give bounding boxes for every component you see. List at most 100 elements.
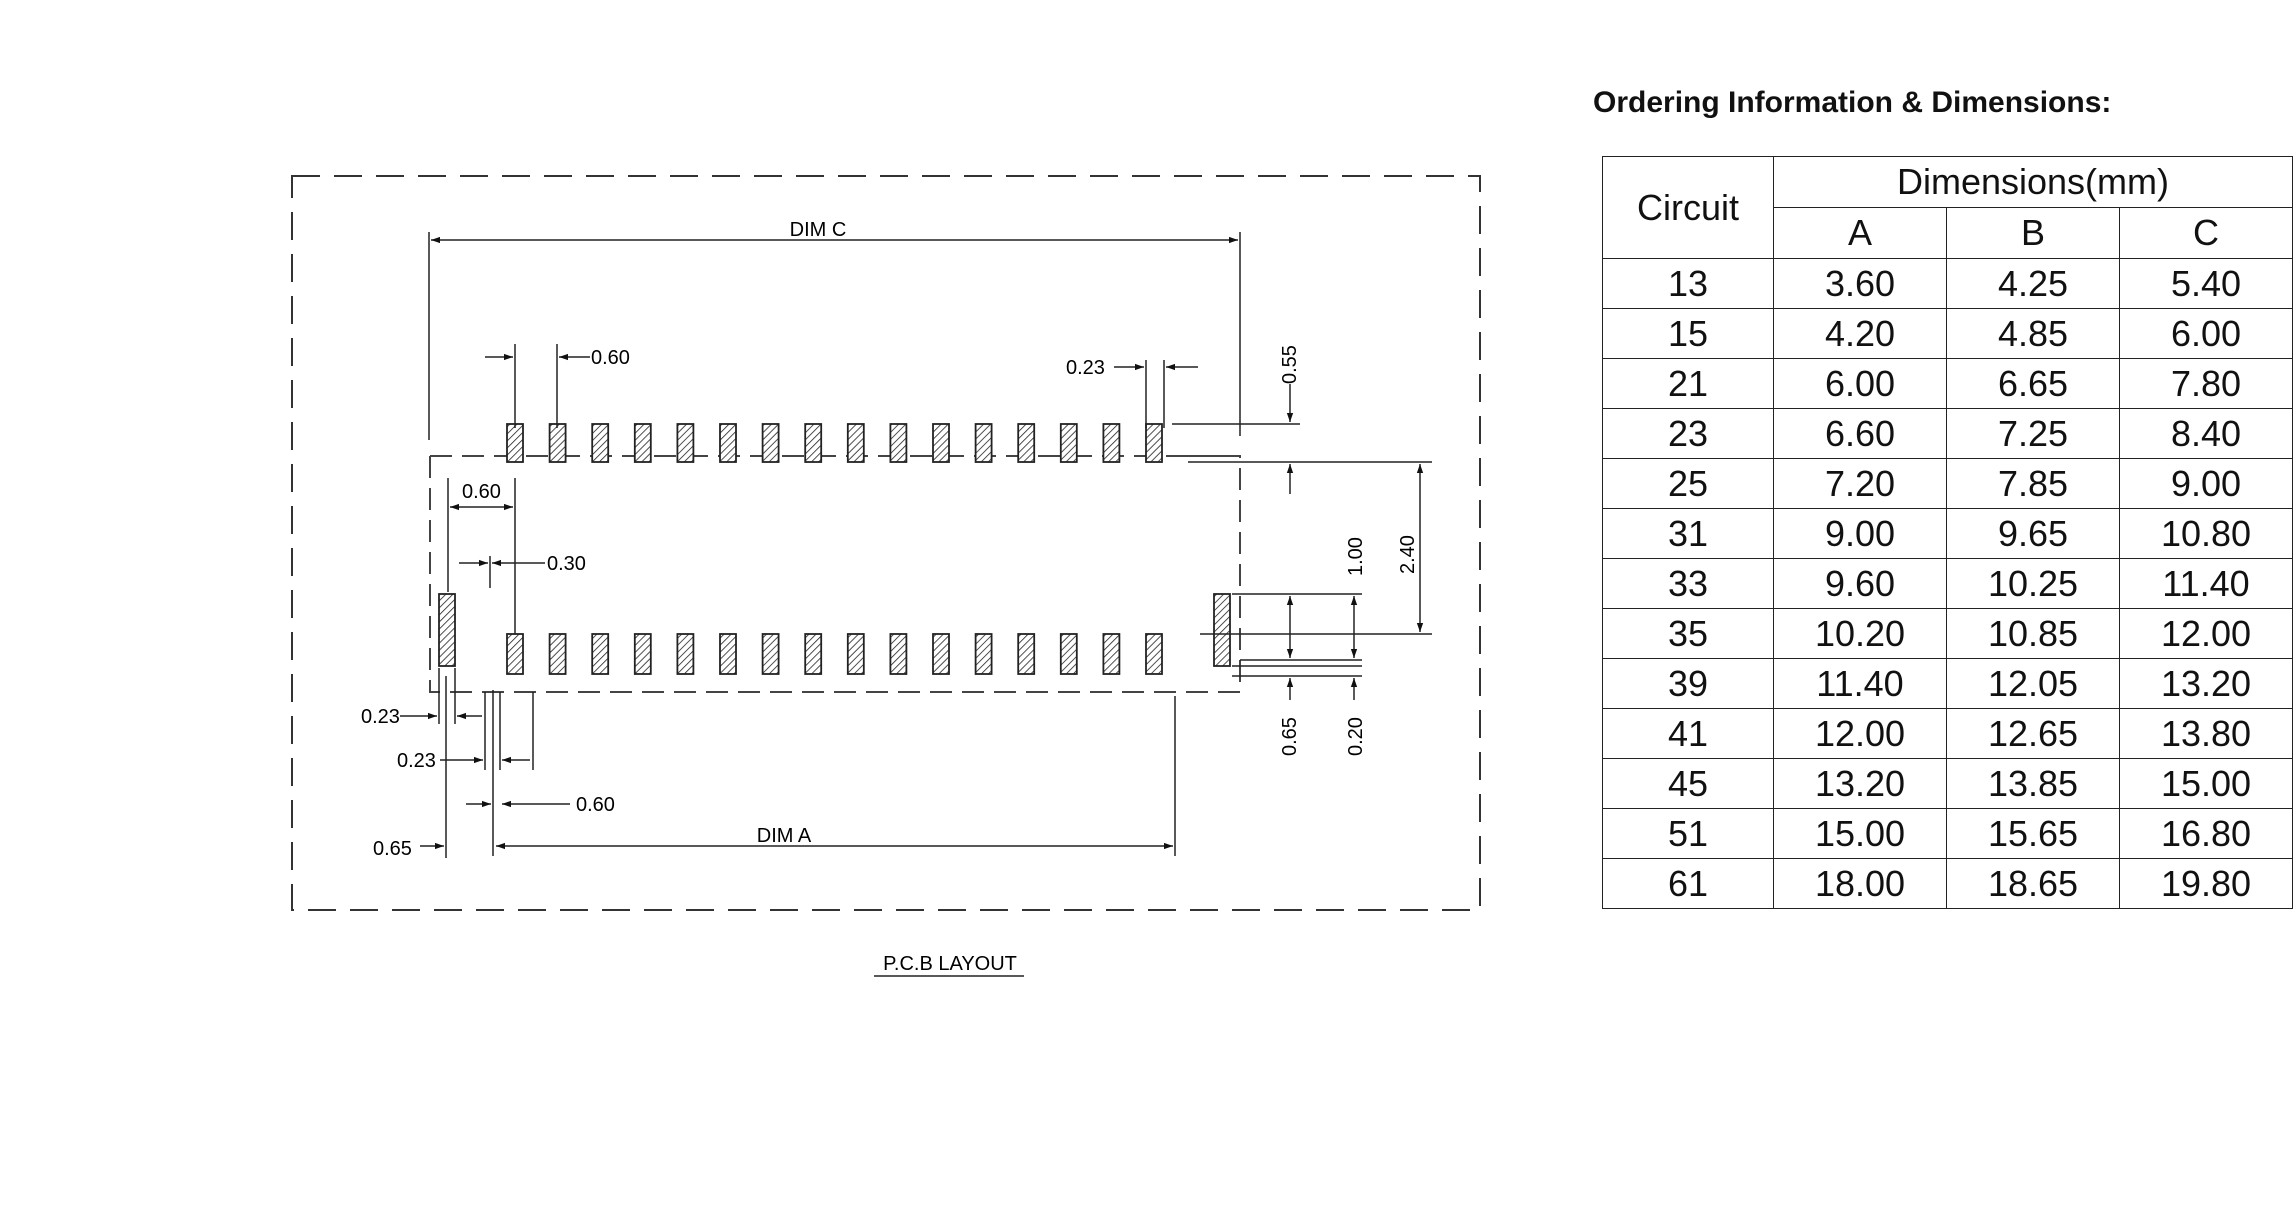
cell-circuit: 41 bbox=[1602, 708, 1774, 759]
dim-c-label: DIM C bbox=[790, 219, 847, 241]
cell-c: 5.40 bbox=[2119, 258, 2293, 309]
cell-a: 9.00 bbox=[1773, 508, 1947, 559]
pad bbox=[676, 423, 695, 463]
cell-c: 10.80 bbox=[2119, 508, 2293, 559]
dim-a-label: DIM A bbox=[757, 825, 812, 847]
pad bbox=[506, 633, 524, 675]
pad bbox=[591, 423, 610, 463]
cell-a: 12.00 bbox=[1773, 708, 1947, 759]
cell-b: 18.65 bbox=[1946, 858, 2120, 909]
cell-c: 19.80 bbox=[2119, 858, 2293, 909]
pad bbox=[1017, 423, 1036, 463]
cell-b: 12.05 bbox=[1946, 658, 2120, 709]
cell-b: 7.25 bbox=[1946, 408, 2120, 459]
dim-a-dimension bbox=[492, 690, 1176, 856]
cell-circuit: 31 bbox=[1602, 508, 1774, 559]
cell-a: 13.20 bbox=[1773, 758, 1947, 809]
left-pad-width1-label: 0.23 bbox=[361, 706, 400, 728]
side-bottom2-label: 0.20 bbox=[1345, 717, 1367, 756]
pad bbox=[548, 423, 567, 463]
left-bottom-dimensions bbox=[400, 668, 570, 858]
cell-circuit: 33 bbox=[1602, 558, 1774, 609]
layout-frame bbox=[291, 175, 1481, 911]
pad bbox=[1102, 633, 1121, 675]
pad bbox=[1102, 423, 1121, 463]
cell-a: 9.60 bbox=[1773, 558, 1947, 609]
cell-circuit: 61 bbox=[1602, 858, 1774, 909]
side-offset-dimension bbox=[447, 478, 516, 634]
cell-a: 18.00 bbox=[1773, 858, 1947, 909]
cell-c: 12.00 bbox=[2119, 608, 2293, 659]
cell-b: 15.65 bbox=[1946, 808, 2120, 859]
pad bbox=[1017, 633, 1036, 675]
cell-c: 15.00 bbox=[2119, 758, 2293, 809]
pad bbox=[548, 633, 567, 675]
cell-a: 11.40 bbox=[1773, 658, 1947, 709]
cell-circuit: 45 bbox=[1602, 758, 1774, 809]
pcb-layout-caption: P.C.B LAYOUT bbox=[883, 953, 1017, 975]
cell-c: 13.20 bbox=[2119, 658, 2293, 709]
cell-circuit: 51 bbox=[1602, 808, 1774, 859]
cell-b: 6.65 bbox=[1946, 358, 2120, 409]
cell-a: 4.20 bbox=[1773, 308, 1947, 359]
side-pad-height-label: 1.00 bbox=[1345, 537, 1367, 576]
col-b-header: B bbox=[1946, 207, 2120, 259]
col-a-header: A bbox=[1773, 207, 1947, 259]
cell-circuit: 35 bbox=[1602, 608, 1774, 659]
left-offset-label: 0.65 bbox=[373, 838, 412, 860]
cell-a: 6.60 bbox=[1773, 408, 1947, 459]
cell-b: 7.85 bbox=[1946, 458, 2120, 509]
cell-c: 16.80 bbox=[2119, 808, 2293, 859]
cell-c: 8.40 bbox=[2119, 408, 2293, 459]
pad bbox=[1059, 633, 1078, 675]
pad bbox=[804, 633, 823, 675]
pad bbox=[804, 423, 823, 463]
side-pad-right bbox=[1213, 593, 1231, 667]
pad bbox=[974, 423, 993, 463]
cell-b: 13.85 bbox=[1946, 758, 2120, 809]
top-pad-width-dimension bbox=[1114, 360, 1198, 428]
row-span-label: 2.40 bbox=[1397, 535, 1419, 574]
pad bbox=[932, 633, 950, 675]
cell-c: 13.80 bbox=[2119, 708, 2293, 759]
cell-circuit: 39 bbox=[1602, 658, 1774, 709]
pad bbox=[761, 633, 780, 675]
pad bbox=[633, 633, 652, 675]
cell-b: 4.85 bbox=[1946, 308, 2120, 359]
pad bbox=[846, 633, 865, 675]
cell-circuit: 21 bbox=[1602, 358, 1774, 409]
pad bbox=[633, 423, 652, 463]
left-pad-width2-label: 0.23 bbox=[397, 750, 436, 772]
ordering-heading: Ordering Information & Dimensions: bbox=[1593, 86, 2112, 119]
pad bbox=[1059, 423, 1078, 463]
cell-b: 4.25 bbox=[1946, 258, 2120, 309]
pad bbox=[846, 423, 865, 463]
cell-c: 11.40 bbox=[2119, 558, 2293, 609]
cell-c: 7.80 bbox=[2119, 358, 2293, 409]
left-pitch-label: 0.60 bbox=[576, 794, 615, 816]
cell-a: 15.00 bbox=[1773, 808, 1947, 859]
pad bbox=[506, 423, 524, 463]
bottom-pad-row bbox=[506, 633, 1163, 675]
pad bbox=[1145, 423, 1163, 463]
top-pitch-dimension bbox=[485, 344, 590, 428]
top-pad-row bbox=[506, 423, 1163, 463]
cell-circuit: 13 bbox=[1602, 258, 1774, 309]
side-pad-left bbox=[438, 593, 456, 667]
side-pad-width-dimension bbox=[459, 556, 545, 588]
top-pitch-label: 0.60 bbox=[591, 347, 630, 369]
col-circuit-header: Circuit bbox=[1602, 156, 1774, 259]
pad bbox=[889, 423, 908, 463]
side-bottom-label: 0.65 bbox=[1279, 717, 1301, 756]
cell-b: 10.25 bbox=[1946, 558, 2120, 609]
